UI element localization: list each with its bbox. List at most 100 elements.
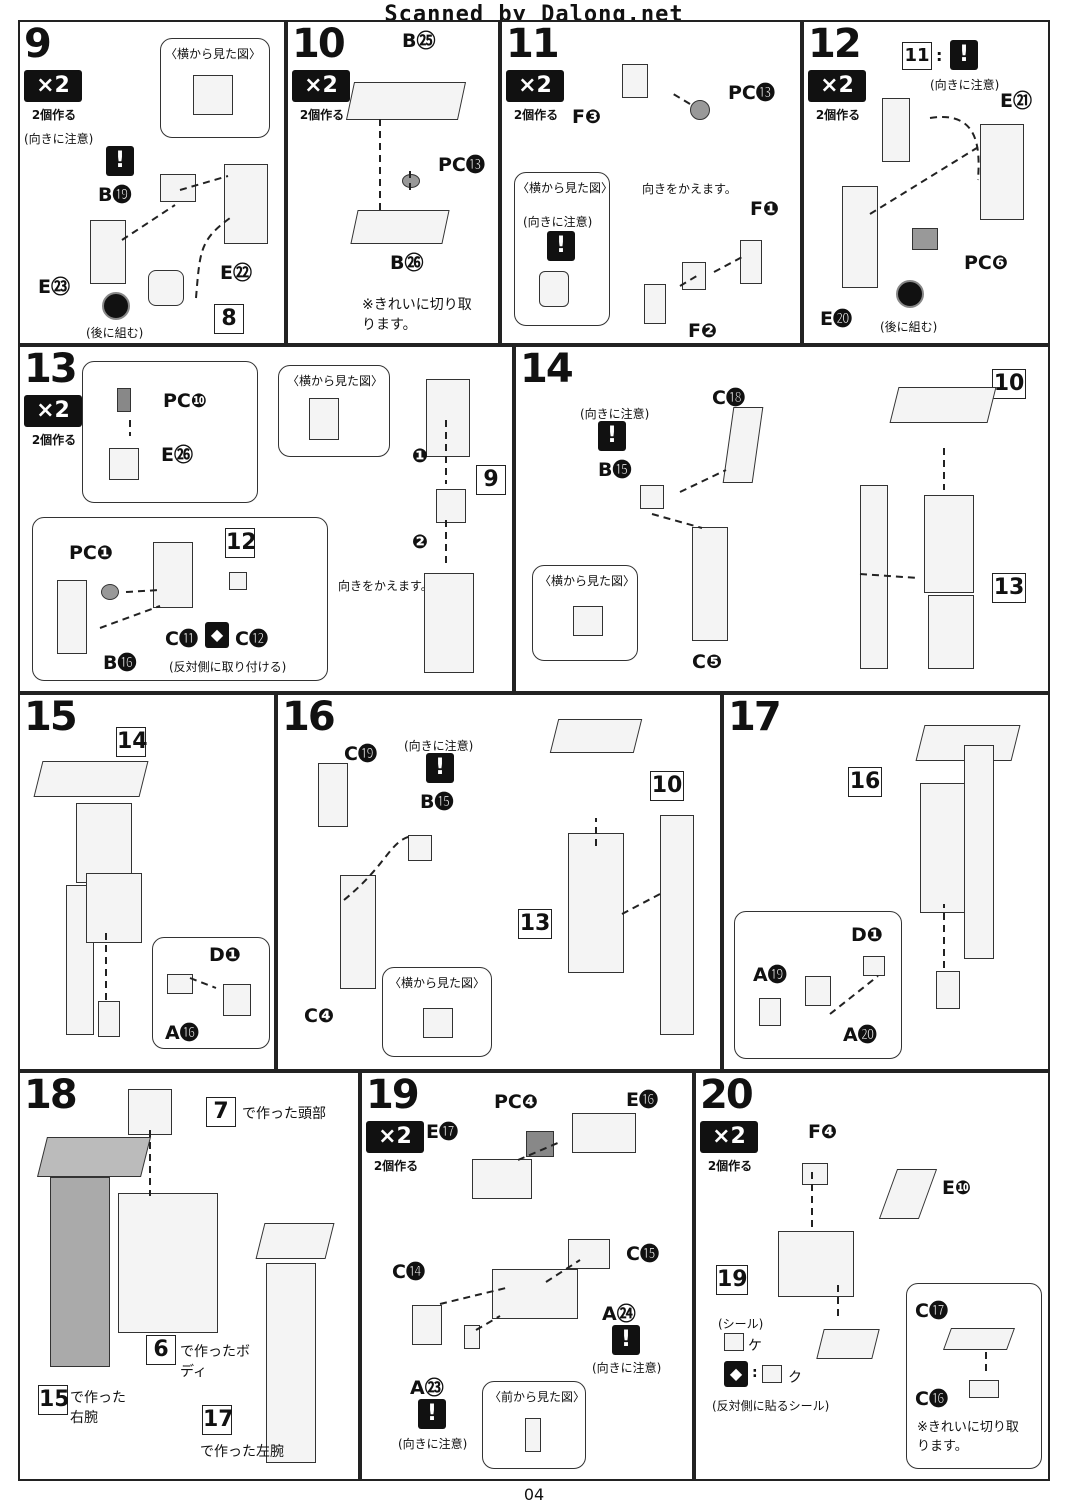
step-number: 16 <box>282 694 336 740</box>
warning-icon: ! <box>612 1325 640 1355</box>
ref-box: 16 <box>848 767 882 797</box>
warning-icon: ! <box>418 1399 446 1429</box>
step-number: 13 <box>24 346 78 392</box>
part-drawing <box>924 495 974 593</box>
part-drawing <box>426 379 470 457</box>
later-assembly-icon <box>896 280 924 308</box>
part-drawing <box>167 974 193 994</box>
x2-badge: ×2 <box>808 70 866 102</box>
part-drawing <box>224 164 268 244</box>
seal-opposite-label: (反対側に貼るシール) <box>712 1399 830 1413</box>
part-label: C⓫ <box>165 628 198 650</box>
part-drawing <box>964 745 994 959</box>
part-drawing <box>644 284 666 324</box>
part-drawing <box>423 1008 453 1038</box>
part-drawing <box>816 1329 880 1359</box>
part-drawing <box>969 1380 999 1398</box>
part-drawing <box>778 1231 854 1297</box>
note-label: (向きに注意) <box>398 1437 468 1451</box>
step-11-panel: 11 ×2 2個作る PC⓭ F❸ 向きをかえます。 〈横から見た図〉 (向きに… <box>500 20 802 345</box>
ref-box: 9 <box>476 465 506 495</box>
part-drawing <box>98 1001 120 1037</box>
side-view-label: 〈横から見た図〉 <box>165 47 262 61</box>
part-drawing <box>33 761 149 797</box>
step-number: 18 <box>24 1072 78 1118</box>
part-drawing <box>340 875 376 989</box>
part-label: C⓳ <box>344 743 377 765</box>
part-drawing <box>936 971 960 1009</box>
part-label: D❶ <box>209 944 241 966</box>
part-drawing <box>318 763 348 827</box>
step-marker: ❶ <box>412 445 429 467</box>
part-label: B⓳ <box>98 184 132 206</box>
hand-bubble: D❶ A⓰ <box>152 937 270 1049</box>
part-drawing <box>408 835 432 861</box>
part-label: F❸ <box>572 106 602 128</box>
side-view-label: 〈横から見た図〉 <box>539 574 636 588</box>
part-drawing <box>436 489 466 523</box>
step-number: 15 <box>24 694 78 740</box>
part-drawing <box>255 1223 335 1259</box>
ref-caption: で作った頭部 <box>242 1106 326 1122</box>
ref-caption: で作った左腕 <box>200 1444 284 1460</box>
later-assembly-icon <box>102 292 130 320</box>
part-drawing <box>860 485 888 669</box>
ref-box: 12 <box>225 528 257 558</box>
ref-box: 14 <box>116 727 148 757</box>
part-label: E❿ <box>942 1177 972 1199</box>
part-label: C⓮ <box>392 1261 425 1283</box>
part-label: E㉖ <box>161 444 193 466</box>
ref-box: 11 <box>902 42 932 70</box>
part-label: PC⓭ <box>438 154 485 176</box>
part-drawing <box>345 82 467 120</box>
part-drawing <box>229 572 247 590</box>
part-label: E⓴ <box>820 308 852 330</box>
ref-box: 13 <box>518 909 552 939</box>
step-number: 17 <box>728 694 782 740</box>
part-drawing <box>622 64 648 98</box>
part-label: F❶ <box>750 198 780 220</box>
seal-label: (シール) <box>718 1317 764 1331</box>
part-drawing <box>912 228 938 250</box>
side-view-bubble: 〈横から見た図〉 <box>278 365 390 457</box>
arm-drawing <box>266 1263 316 1463</box>
part-drawing <box>402 174 420 188</box>
part-drawing <box>980 124 1024 220</box>
make-two-label: 2個作る <box>31 108 77 122</box>
part-drawing <box>660 815 694 1035</box>
part-drawing <box>549 719 643 753</box>
note-label: (向きに注意) <box>404 739 474 753</box>
make-two-label: 2個作る <box>373 1159 419 1173</box>
part-label: C❺ <box>692 651 723 673</box>
warning-icon: ! <box>106 146 134 176</box>
part-drawing <box>309 398 339 440</box>
part-drawing <box>350 210 450 244</box>
part-drawing <box>573 606 603 636</box>
ref-caption: で作った右腕 <box>70 1390 126 1426</box>
part-drawing <box>160 174 196 202</box>
body-drawing <box>118 1193 218 1333</box>
step-10-panel: 10 ×2 2個作る B㉕ PC⓭ B㉖ ※きれいに切り取ります。 <box>286 20 500 345</box>
side-view-label: 〈横から見た図〉 <box>517 181 614 195</box>
part-label: B⓯ <box>598 459 632 481</box>
ref-box: 8 <box>214 304 244 334</box>
part-label: A⓴ <box>843 1024 877 1046</box>
make-two-label: 2個作る <box>707 1159 753 1173</box>
step-19-panel: 19 ×2 2個作る PC❹ E⓰ E⓱ C⓯ C⓮ A㉔ ! (向きに注意) … <box>360 1071 694 1481</box>
side-view-bubble: 〈横から見た図〉 (向きに注意) ! <box>514 172 614 326</box>
seal-name: ケ <box>748 1338 762 1354</box>
part-label: PC❿ <box>163 390 207 412</box>
sub-assembly-bubble: PC❶ 12 B⓰ C⓫ ◆ C⓬ (反対側に取り付ける) <box>32 517 328 681</box>
part-label: B㉖ <box>390 252 424 274</box>
step-17-panel: 17 16 D❶ A⓳ A⓴ <box>722 693 1050 1071</box>
head-drawing <box>128 1089 172 1135</box>
part-drawing <box>539 271 569 307</box>
part-label: PC❹ <box>494 1091 538 1113</box>
seal-drawing <box>762 1365 782 1383</box>
part-label: A㉓ <box>410 1377 444 1399</box>
step-20-panel: 20 ×2 2個作る F❹ E❿ 19 (シール) ケ ◆ : ク (反対側に貼… <box>694 1071 1050 1481</box>
part-drawing <box>223 984 251 1016</box>
step-number: 19 <box>366 1072 420 1118</box>
part-drawing <box>928 595 974 669</box>
ref-box: 10 <box>650 771 684 801</box>
